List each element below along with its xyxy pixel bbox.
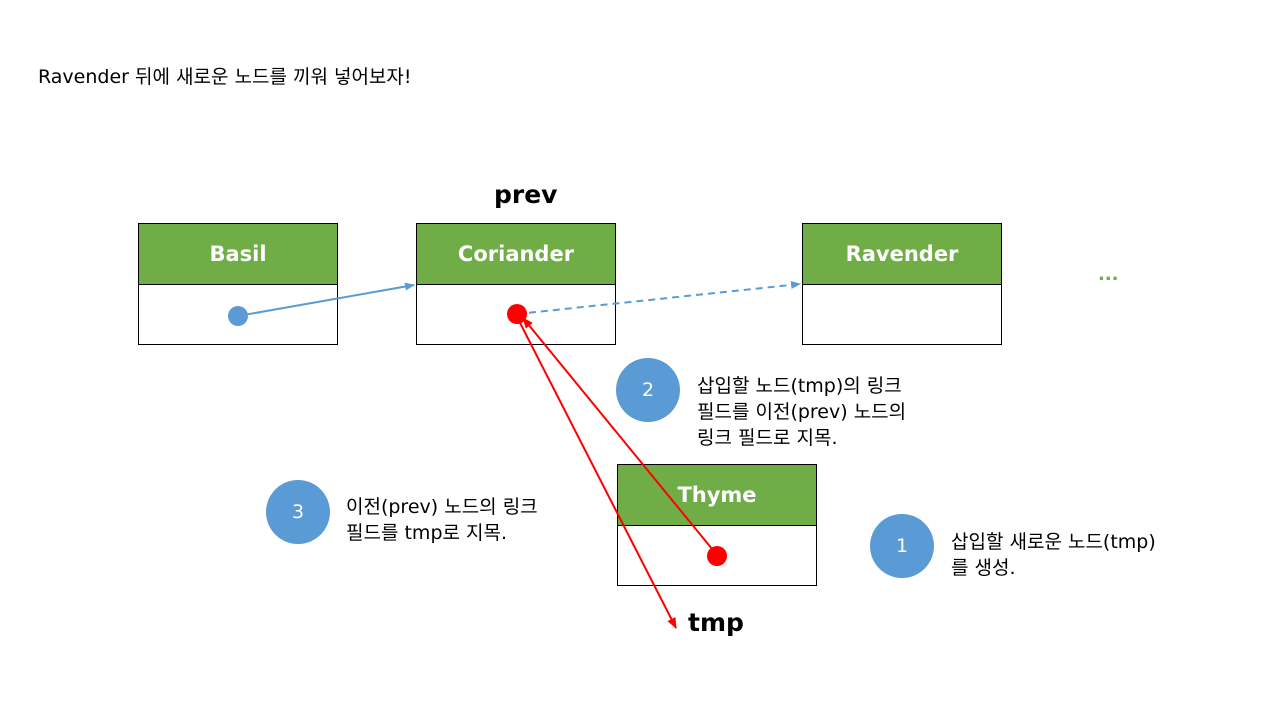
- step-2-text: 삽입할 노드(tmp)의 링크 필드를 이전(prev) 노드의 링크 필드로 …: [697, 373, 906, 451]
- step-1-line-2: 를 생성.: [951, 557, 1016, 579]
- step-3-text: 이전(prev) 노드의 링크 필드를 tmp로 지목.: [346, 494, 538, 546]
- step-3-line-2: 필드를 tmp로 지목.: [346, 522, 508, 544]
- step-2-line-1: 삽입할 노드(tmp)의 링크: [697, 375, 902, 397]
- step-2-circle: 2: [616, 358, 680, 422]
- basil-link-dot: [228, 306, 248, 326]
- slide-title: Ravender 뒤에 새로운 노드를 끼워 넣어보자!: [38, 66, 412, 88]
- step-1-circle: 1: [870, 514, 934, 578]
- step-1-line-1: 삽입할 새로운 노드(tmp): [951, 531, 1156, 553]
- coriander-link-dot: [507, 304, 527, 324]
- step-3-circle: 3: [266, 480, 330, 544]
- basil-to-coriander-arrow: [237, 282, 415, 317]
- more-nodes-ellipsis: ...: [1098, 264, 1119, 285]
- node-basil-name: Basil: [139, 224, 337, 285]
- node-ravender: Ravender: [802, 223, 1002, 345]
- coriander-to-ravender-dashed-arrow: [516, 280, 801, 315]
- node-coriander: Coriander: [416, 223, 616, 345]
- node-ravender-name: Ravender: [803, 224, 1001, 285]
- prev-to-tmp-arrow: [515, 314, 677, 629]
- step-2-line-3: 링크 필드로 지목.: [697, 427, 838, 449]
- prev-label: prev: [494, 180, 558, 209]
- tmp-label: tmp: [688, 608, 744, 637]
- tmp-link-arrow: [522, 317, 718, 556]
- node-coriander-name: Coriander: [417, 224, 615, 285]
- step-1-text: 삽입할 새로운 노드(tmp) 를 생성.: [951, 529, 1156, 581]
- step-2-line-2: 필드를 이전(prev) 노드의: [697, 401, 907, 423]
- step-3-line-1: 이전(prev) 노드의 링크: [346, 496, 538, 518]
- thyme-link-dot: [707, 546, 727, 566]
